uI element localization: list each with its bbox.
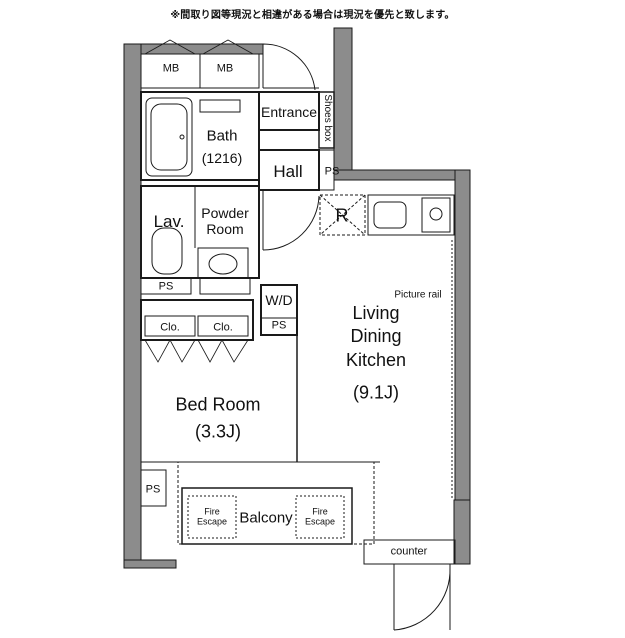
ldk-label: Living Dining Kitchen bbox=[345, 302, 407, 370]
bed-size-label: (3.3J) bbox=[194, 421, 242, 442]
fire-escape-left-label: Fire Escape bbox=[196, 506, 228, 527]
bed-room-label: Bed Room bbox=[175, 394, 261, 415]
fire-escape-right-label: Fire Escape bbox=[304, 506, 336, 527]
closets bbox=[140, 284, 298, 363]
bath-label: Bath bbox=[206, 127, 238, 145]
ps-hall-label: PS bbox=[324, 165, 340, 178]
balcony bbox=[177, 461, 375, 545]
disclaimer-note: ※間取り図等現況と相違がある場合は現況を優先と致します。 bbox=[170, 10, 455, 21]
ldk-size-label: (9.1J) bbox=[352, 382, 400, 403]
powder-room-label: Powder Room bbox=[201, 204, 249, 237]
hall-label: Hall bbox=[273, 162, 303, 182]
refrigerator-label: R bbox=[335, 205, 349, 226]
bath bbox=[140, 91, 260, 181]
ps-lav-label: PS bbox=[158, 280, 174, 293]
shoes-box-label: Shoes box bbox=[321, 94, 333, 142]
wd-label: W/D bbox=[265, 291, 293, 308]
picture-rail-label: Picture rail bbox=[394, 289, 442, 301]
counter-label: counter bbox=[390, 545, 428, 558]
hall bbox=[258, 149, 335, 251]
entrance-label: Entrance bbox=[260, 103, 318, 120]
ps-bed-label: PS bbox=[145, 483, 161, 496]
mb-right-label: MB bbox=[216, 62, 234, 75]
structural-walls bbox=[123, 27, 471, 569]
balcony-label: Balcony bbox=[239, 509, 293, 527]
partitions bbox=[140, 335, 380, 507]
bath-size-label: (1216) bbox=[201, 149, 243, 166]
clo-right-label: Clo. bbox=[213, 321, 233, 334]
kitchen bbox=[319, 194, 455, 500]
meter-boxes bbox=[140, 39, 260, 89]
counter-area bbox=[363, 539, 456, 631]
lavatory bbox=[140, 185, 260, 295]
clo-left-label: Clo. bbox=[160, 321, 180, 334]
mb-left-label: MB bbox=[162, 62, 180, 75]
lav-label: Lav. bbox=[153, 212, 185, 232]
entrance-area bbox=[258, 43, 335, 149]
ps-wd-label: PS bbox=[271, 319, 287, 332]
